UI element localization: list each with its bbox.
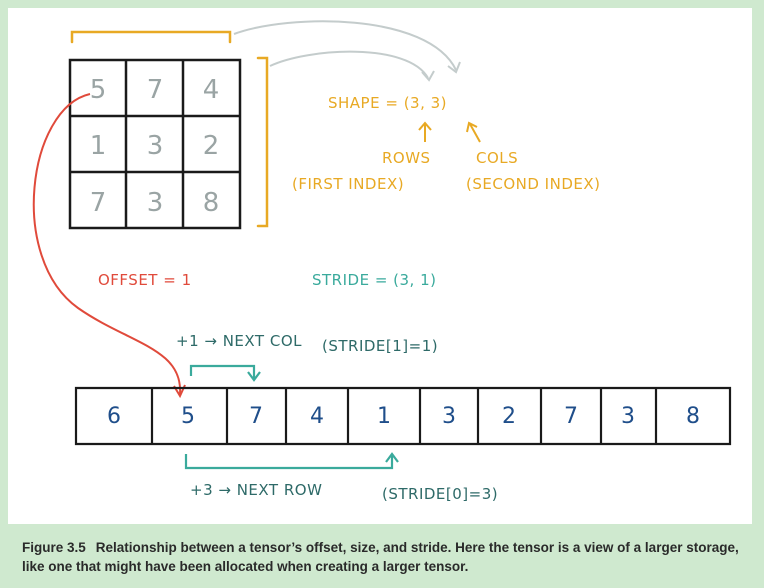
matrix-right-bracket (256, 56, 269, 228)
offset-curve (32, 93, 182, 395)
matrix-cell: 2 (203, 131, 220, 161)
storage-strip (74, 386, 732, 446)
stride0-label: (STRIDE[0]=3) (382, 485, 498, 503)
cols-label: COLS (476, 149, 518, 167)
next-col-label: +1 → NEXT COL (176, 332, 302, 350)
rows-up-arrow (418, 121, 432, 142)
first-index-label: (FIRST INDEX) (292, 175, 404, 193)
stride1-label: (STRIDE[1]=1) (322, 337, 438, 355)
second-index-label: (SECOND INDEX) (466, 175, 600, 193)
matrix-cell: 5 (90, 75, 107, 105)
matrix-grid (68, 58, 242, 230)
storage-cell: 3 (442, 404, 456, 429)
storage-cell: 7 (249, 404, 263, 429)
storage-cell: 6 (107, 404, 121, 429)
stride-label: STRIDE = (3, 1) (312, 271, 437, 289)
matrix-cell: 7 (90, 188, 107, 218)
matrix-cell: 4 (203, 75, 220, 105)
matrix-top-bracket (70, 30, 232, 44)
diagram-svg: 5 7 4 1 3 2 7 3 8 SHAPE = (3, 3) ROWS CO… (32, 20, 732, 503)
storage-cell: 5 (181, 404, 195, 429)
storage-cell: 7 (564, 404, 578, 429)
offset-label: OFFSET = 1 (98, 271, 192, 289)
matrix-cell: 8 (203, 188, 220, 218)
storage-values: 6 5 7 4 1 3 2 7 3 8 (107, 404, 700, 429)
cols-gray-arrowhead (447, 61, 461, 74)
rows-label: ROWS (382, 149, 431, 167)
storage-cell: 3 (621, 404, 635, 429)
matrix-cell: 3 (147, 188, 164, 218)
storage-cell: 2 (502, 404, 516, 429)
caption-label: Figure 3.5 (22, 540, 86, 555)
diagram-canvas: 5 7 4 1 3 2 7 3 8 SHAPE = (3, 3) ROWS CO… (8, 8, 752, 524)
shape-label: SHAPE = (3, 3) (328, 94, 447, 112)
rows-gray-arrow (269, 50, 429, 79)
matrix-cell: 1 (90, 131, 107, 161)
caption-text: Relationship between a tensor’s offset, … (22, 540, 739, 574)
matrix-cell: 3 (147, 131, 164, 161)
storage-cell: 8 (686, 404, 700, 429)
storage-cell: 1 (377, 404, 391, 429)
next-row-label: +3 → NEXT ROW (190, 481, 322, 499)
matrix-values: 5 7 4 1 3 2 7 3 8 (90, 75, 220, 218)
cols-up-arrow (466, 121, 481, 143)
next-row-bracket (184, 452, 399, 470)
storage-cell: 4 (310, 404, 324, 429)
matrix-cell: 7 (147, 75, 164, 105)
cols-gray-arrow (233, 20, 457, 71)
next-col-bracket (189, 364, 261, 382)
rows-gray-arrowhead (421, 70, 435, 82)
